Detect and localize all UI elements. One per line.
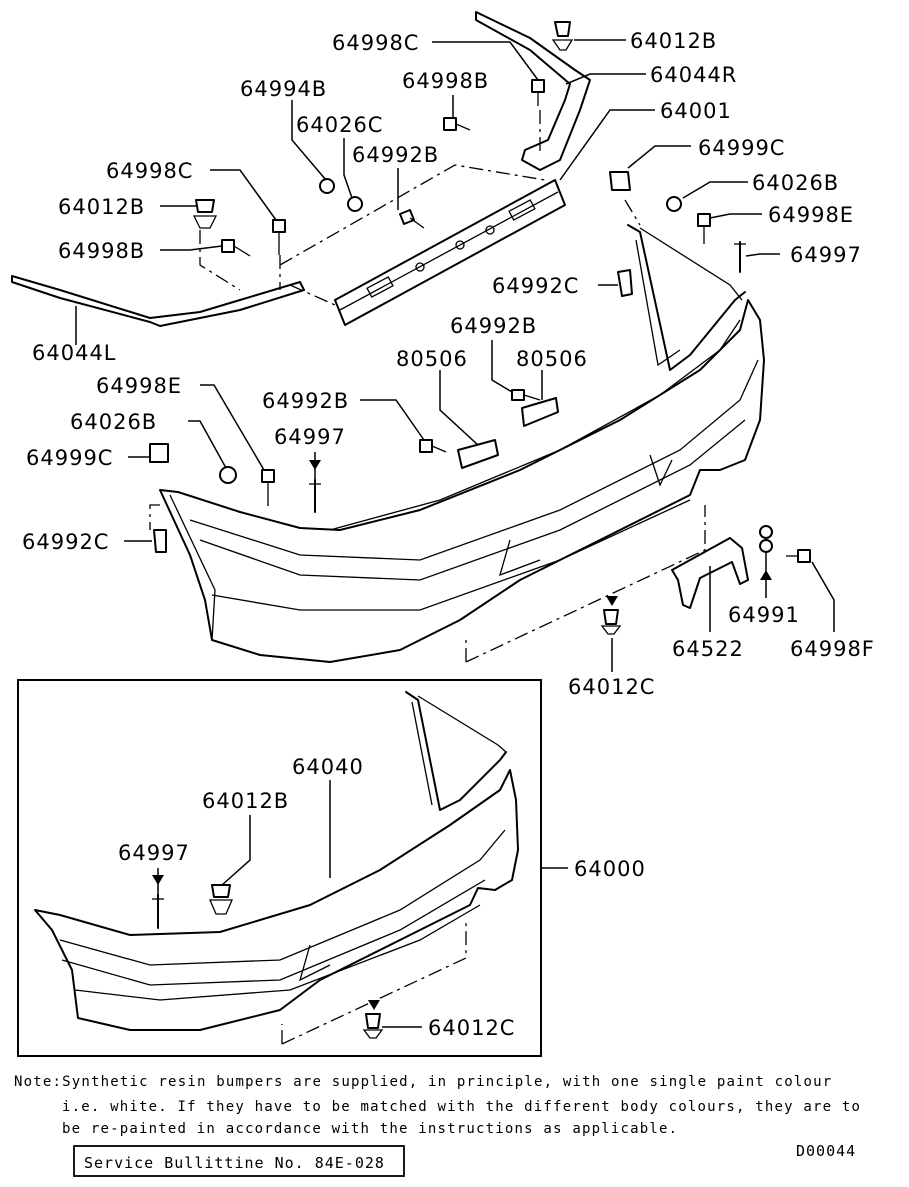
screw-64998C-left [272, 219, 286, 255]
clip-64012C-mid [600, 609, 622, 635]
screw-64992B-top [399, 209, 425, 229]
assembly-inset-frame [17, 679, 542, 1057]
label-64026B-left: 64026B [70, 410, 157, 434]
fastener-clips [149, 21, 811, 635]
clip-64012B-left [192, 199, 218, 229]
clip-64012B-top [551, 21, 574, 51]
label-64991: 64991 [728, 603, 800, 627]
label-64997-right: 64997 [790, 243, 862, 267]
label-64000: 64000 [574, 857, 646, 881]
label-64992B-left: 64992B [262, 389, 349, 413]
label-64001: 64001 [660, 99, 732, 123]
screw-64998E-left [261, 469, 275, 506]
label-64994B: 64994B [240, 77, 327, 101]
label-64998E-right: 64998E [768, 203, 854, 227]
screw-64992B-left [419, 439, 447, 453]
clip-64012B-box [209, 884, 233, 915]
label-64998C-left: 64998C [106, 159, 193, 183]
arrowheads [152, 460, 772, 1010]
service-bulletin-box [73, 1145, 405, 1177]
label-64040: 64040 [292, 755, 364, 779]
note-line-1: Note:Synthetic resin bumpers are supplie… [14, 1074, 832, 1090]
label-64522: 64522 [672, 637, 744, 661]
diagram-code: D00044 [796, 1142, 856, 1160]
screw-64992B-mid [511, 389, 541, 401]
label-64992B-top: 64992B [352, 143, 439, 167]
nut-64026B-left [219, 466, 237, 484]
label-64992B-mid: 64992B [450, 314, 537, 338]
label-64012C-box: 64012C [428, 1016, 515, 1040]
note-text: Note:Synthetic resin bumpers are supplie… [14, 1074, 861, 1137]
side-bracket-left [11, 275, 305, 327]
label-64044L: 64044L [32, 341, 117, 365]
label-64998B-left: 64998B [58, 239, 145, 263]
label-64012C-mid: 64012C [568, 675, 655, 699]
label-64026B-right: 64026B [752, 171, 839, 195]
clip-64012C-box [362, 1013, 384, 1039]
screw-64998C-top [531, 79, 545, 106]
pin-64997-mid [309, 479, 321, 513]
leader-lines [75, 39, 835, 1028]
note-line-3: be re-painted in accordance with the ins… [62, 1121, 678, 1137]
screw-64998E-right [697, 213, 711, 244]
screw-64998B-left [221, 239, 251, 257]
label-64997-mid: 64997 [274, 425, 346, 449]
label-80506-b: 80506 [516, 347, 588, 371]
nut-64994B [319, 178, 335, 194]
service-bulletin-text: Service Bullittine No. 84E-028 [84, 1154, 385, 1172]
label-64999C-right: 64999C [698, 136, 785, 160]
label-64026C: 64026C [296, 113, 383, 137]
clip-80506-a [457, 439, 499, 469]
nut-64026C [347, 196, 363, 212]
label-64999C-left: 64999C [26, 446, 113, 470]
label-64998C-top: 64998C [332, 31, 419, 55]
label-64992C-left: 64992C [22, 530, 109, 554]
rear-bumper-reinforcement [279, 164, 566, 326]
label-64998E-left: 64998E [96, 374, 182, 398]
pin-64997-right [734, 241, 746, 273]
part-labels: 64998C 64012B 64044R 64994B 64998B 64001… [22, 29, 875, 1040]
screw-64998F [786, 549, 811, 563]
label-80506-a: 80506 [396, 347, 468, 371]
bumper-assembly-inset [34, 691, 519, 1045]
label-64992C-mid: 64992C [492, 274, 579, 298]
label-64012B-box: 64012B [202, 789, 289, 813]
assembly-lines [149, 110, 706, 663]
screw-64992C-mid [617, 269, 633, 297]
nut-64026B-right [666, 196, 682, 212]
label-64044R: 64044R [650, 63, 737, 87]
screw-64998B-top [443, 117, 471, 131]
side-bracket-right [475, 11, 591, 171]
bumper-side-bracket [671, 537, 749, 609]
pin-64997-box [152, 894, 164, 929]
rear-bumper-cover [159, 224, 765, 663]
label-64012B-left: 64012B [58, 195, 145, 219]
clip-64999C-right [609, 171, 631, 191]
note-line-2: i.e. white. If they have to be matched w… [62, 1099, 861, 1115]
screw-64992C-left [153, 529, 167, 553]
clip-80506-b [521, 397, 559, 427]
clip-64999C-left [149, 443, 169, 463]
label-64012B-top: 64012B [630, 29, 717, 53]
label-64997-box: 64997 [118, 841, 190, 865]
label-64998B-top: 64998B [402, 69, 489, 93]
label-64998F: 64998F [790, 637, 875, 661]
clip-64991 [759, 525, 773, 553]
